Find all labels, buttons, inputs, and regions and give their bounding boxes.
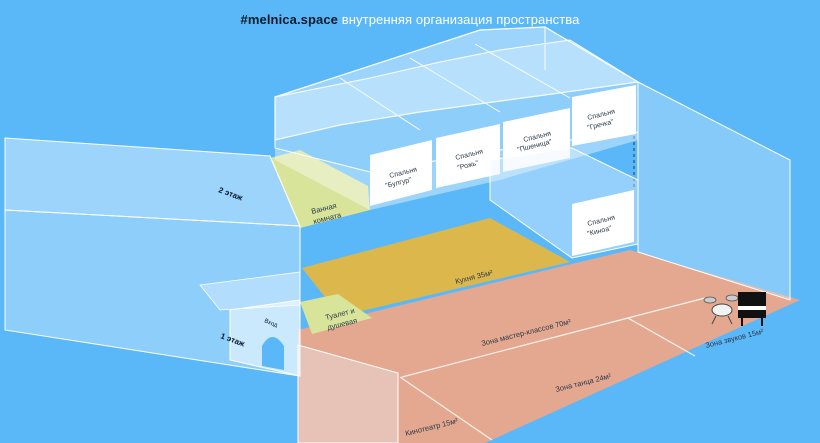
brand-hashtag: #melnica.space: [240, 12, 339, 27]
bedroom-wall-line: [474, 43, 571, 99]
bedroom-wall-line: [339, 77, 421, 131]
bathroom-floor: [270, 150, 370, 228]
page-title: #melnica.space внутренняя организация пр…: [0, 12, 820, 27]
bedroom-kinoa-face: [572, 190, 634, 256]
drum-kit-icon: [703, 294, 739, 325]
bedroom-block-top: [274, 26, 640, 141]
divider-master-sound: [627, 297, 706, 319]
entrance-label: Вход: [263, 318, 278, 329]
toilet-floor: [300, 294, 372, 334]
bedroom-grechka-face: [572, 85, 636, 146]
bedroom-wall-line: [409, 57, 501, 113]
bedroom-rozh-face: [436, 124, 500, 188]
divider-cinema-dance: [399, 376, 493, 441]
kitchen-floor: [302, 218, 570, 316]
ground-floor: [298, 250, 800, 443]
page-subtitle: внутренняя организация пространства: [341, 12, 580, 27]
front-wall-cinema: [297, 344, 399, 443]
divider-dance-sound: [627, 317, 696, 357]
piano-icon: [738, 292, 766, 326]
entrance-arch: [262, 337, 284, 370]
bedroom-bulgur-face: [370, 140, 432, 206]
divider-master-dance: [401, 317, 629, 378]
